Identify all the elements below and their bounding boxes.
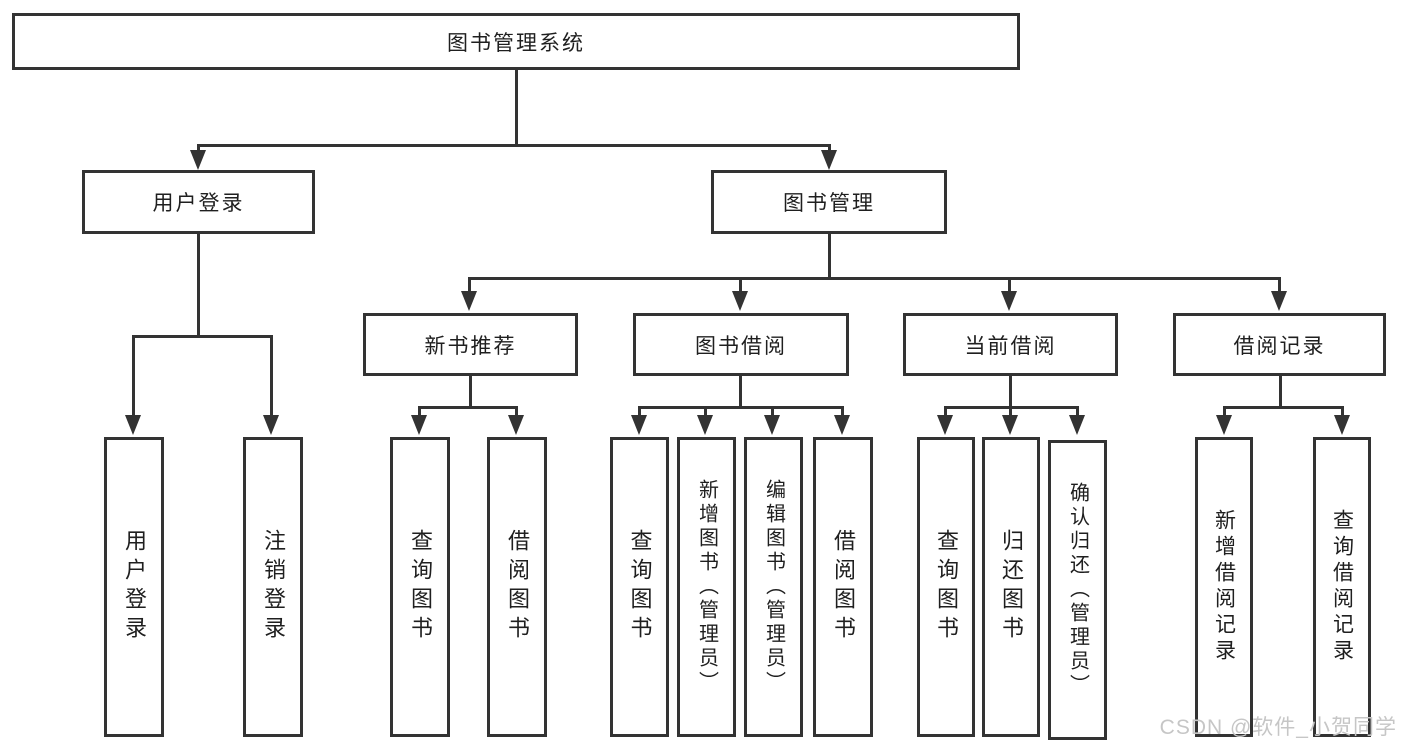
node-user-login: 用户登录 [82,170,315,234]
edge-line [1009,406,1012,418]
leaf-add-borrow-record: 新增借阅记录 [1195,437,1253,737]
leaf-borrow-books-recommend: 借阅图书 [487,437,547,737]
edge-line [1009,376,1012,409]
edge-line [468,277,471,294]
arrowhead-icon [508,415,524,435]
edge-line [771,406,774,418]
arrowhead-icon [821,150,837,170]
edge-line [1223,406,1343,409]
edge-line [638,406,844,409]
edge-line [418,406,518,409]
arrowhead-icon [1216,415,1232,435]
node-label: 当前借阅 [964,334,1057,358]
leaf-label: 查询图书 [408,529,433,645]
node-borrowing-records: 借阅记录 [1173,313,1386,376]
arrowhead-icon [732,291,748,311]
arrowhead-icon [631,415,647,435]
node-current-borrowing: 当前借阅 [903,313,1118,376]
edge-line [197,144,831,147]
edge-line [739,376,742,409]
csdn-watermark: CSDN @软件_小贺同学 [1159,716,1397,739]
leaf-user-login: 用户登录 [104,437,164,737]
edge-line [828,234,831,280]
node-label: 图书管理系统 [447,31,585,55]
edge-line [515,406,518,418]
leaf-label: 新增图书（管理员） [695,479,718,695]
edge-line [515,70,518,146]
leaf-label: 借阅图书 [505,529,530,645]
edge-line [1278,277,1281,294]
arrowhead-icon [697,415,713,435]
node-root-system: 图书管理系统 [12,13,1020,70]
arrowhead-icon [834,415,850,435]
edge-line [1341,406,1344,418]
leaf-label: 查询图书 [934,529,959,645]
arrowhead-icon [764,415,780,435]
leaf-label: 新增借阅记录 [1212,509,1236,665]
leaf-query-books-borrowing: 查询图书 [610,437,669,737]
edge-line [469,376,472,409]
leaf-logout: 注销登录 [243,437,303,737]
node-label: 借阅记录 [1233,334,1326,358]
leaf-label: 注销登录 [261,529,286,645]
edge-line [638,406,641,418]
leaf-query-borrow-record: 查询借阅记录 [1313,437,1371,737]
edge-line [132,335,273,338]
leaf-label: 编辑图书（管理员） [762,479,785,695]
edge-line [197,234,200,338]
leaf-borrow-books: 借阅图书 [813,437,873,737]
edge-line [270,335,273,417]
arrowhead-icon [1069,415,1085,435]
edge-line [704,406,707,418]
edge-line [1223,406,1226,418]
arrowhead-icon [1001,291,1017,311]
edge-line [739,277,742,294]
edge-line [1076,406,1079,418]
leaf-query-books-current: 查询图书 [917,437,975,737]
edge-line [132,335,135,417]
leaf-label: 归还图书 [999,529,1024,645]
leaf-return-books: 归还图书 [982,437,1040,737]
node-label: 用户登录 [152,192,245,215]
arrowhead-icon [937,415,953,435]
arrowhead-icon [461,291,477,311]
node-label: 新书推荐 [424,334,517,358]
edge-line [468,277,1281,280]
edge-line [1008,277,1011,294]
arrowhead-icon [125,415,141,435]
leaf-add-books-admin: 新增图书（管理员） [677,437,736,737]
leaf-query-books-recommend: 查询图书 [390,437,450,737]
leaf-label: 借阅图书 [831,529,856,645]
leaf-label: 查询图书 [627,529,653,645]
node-label: 图书借阅 [695,334,787,358]
edge-line [944,406,947,418]
leaf-confirm-return-admin: 确认归还（管理员） [1048,440,1107,740]
node-label: 图书管理 [783,192,875,215]
node-new-book-recommend: 新书推荐 [363,313,578,376]
leaf-label: 用户登录 [122,529,147,645]
arrowhead-icon [1334,415,1350,435]
edge-line [841,406,844,418]
node-book-borrowing: 图书借阅 [633,313,849,376]
leaf-label: 确认归还（管理员） [1066,482,1089,698]
arrowhead-icon [263,415,279,435]
node-book-management: 图书管理 [711,170,947,234]
leaf-edit-books-admin: 编辑图书（管理员） [744,437,803,737]
edge-line [418,406,421,418]
arrowhead-icon [190,150,206,170]
edge-line [1279,376,1282,409]
arrowhead-icon [1002,415,1018,435]
leaf-label: 查询借阅记录 [1330,509,1354,665]
arrowhead-icon [1271,291,1287,311]
arrowhead-icon [411,415,427,435]
